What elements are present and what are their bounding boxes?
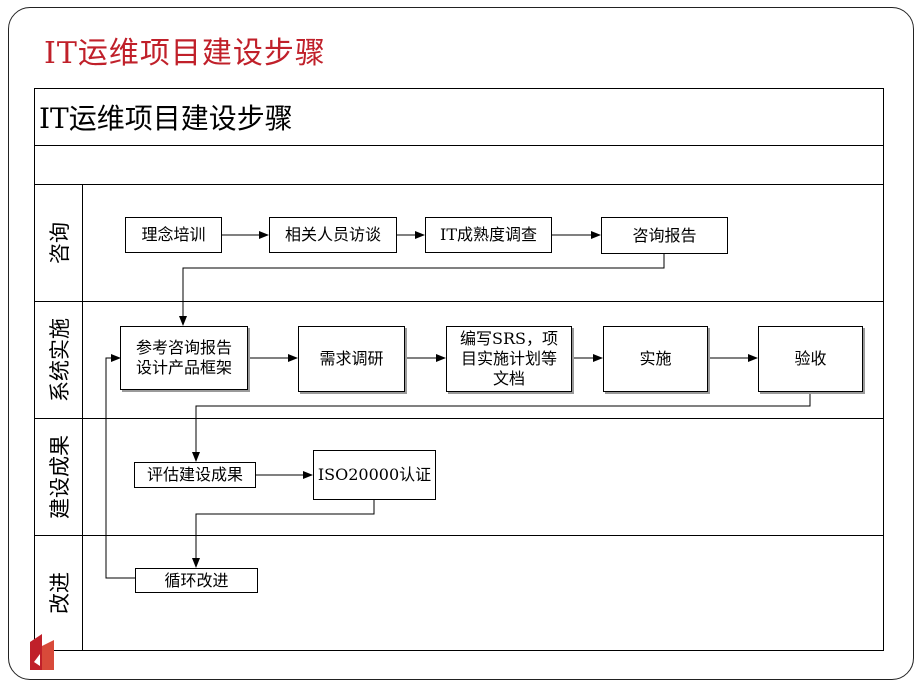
red-corner-logo-icon [30,634,54,670]
lane-label-results: 建设成果 [47,435,72,519]
table-blank-row [34,145,884,185]
step-implementation: 实施 [603,326,708,392]
lane-label-improvement: 改进 [47,572,72,614]
step-design-product: 参考咨询报告 设计产品框架 [120,326,248,390]
step-consulting-report: 咨询报告 [601,217,728,254]
lane-label-consulting: 咨询 [47,222,72,264]
step-continuous-improvement: 循环改进 [135,568,258,593]
table-header-title: IT运维项目建设步骤 [39,102,293,135]
lane-label-cell: 建设成果 [35,419,83,535]
step-maturity-survey: IT成熟度调查 [425,217,552,253]
lane-label-cell: 系统实施 [35,302,83,418]
step-acceptance: 验收 [758,326,863,392]
lane-label-cell: 改进 [35,536,83,650]
step-documents: 编写SRS，项 目实施计划等 文档 [446,326,572,392]
lane-label-cell: 咨询 [35,185,83,301]
lane-improvement: 改进 [34,535,884,651]
slide-frame [8,7,914,680]
step-interviews: 相关人员访谈 [269,217,397,253]
step-concept-training: 理念培训 [125,217,222,253]
lane-label-implementation: 系统实施 [47,318,72,402]
step-evaluate-results: 评估建设成果 [134,462,256,488]
step-iso-certification: ISO20000认证 [313,450,436,500]
table-header-row: IT运维项目建设步骤 [34,88,884,146]
slide-title: IT运维项目建设步骤 [44,36,326,71]
step-requirements: 需求调研 [298,326,405,392]
